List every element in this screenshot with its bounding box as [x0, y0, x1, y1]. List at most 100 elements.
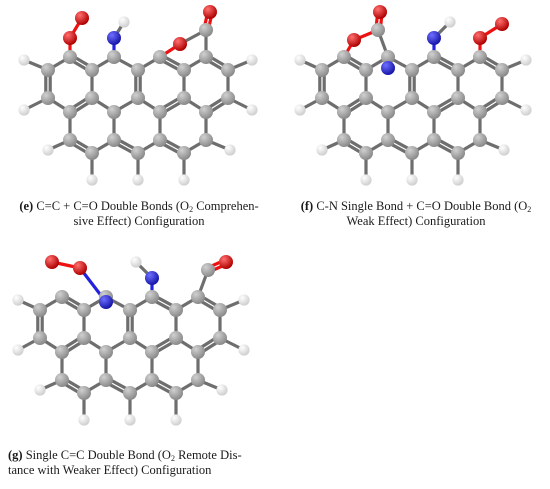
hydrogen-atom — [18, 54, 30, 66]
hydrogen-atom — [294, 54, 306, 66]
carbon-atom — [77, 331, 91, 345]
carbon-atom — [199, 50, 213, 64]
oxygen-atom — [173, 37, 187, 51]
caption-f-sub: 2 — [527, 205, 532, 214]
hydrogen-atom — [406, 174, 418, 186]
carbon-atom — [131, 63, 145, 77]
hydrogen-atom — [118, 16, 130, 28]
hydrogen-atom — [238, 344, 250, 356]
nitrogen-atom — [99, 295, 113, 309]
oxygen-atom — [73, 261, 87, 275]
carbon-atom — [33, 331, 47, 345]
carbon-atom — [495, 63, 509, 77]
carbon-atom — [199, 23, 213, 37]
hydrogen-atom — [124, 414, 136, 426]
caption-g-label: (g) — [8, 448, 23, 462]
caption-g-line1: Single C=C Double Bond (O — [22, 448, 171, 462]
oxygen-atom — [473, 31, 487, 45]
oxygen-atom — [219, 255, 233, 269]
hydrogen-atom — [78, 414, 90, 426]
panel-e-molecule — [0, 0, 270, 195]
oxygen-atom — [495, 17, 509, 31]
caption-g: (g) Single C=C Double Bond (O2 Remote Di… — [4, 448, 274, 478]
carbon-atom — [63, 105, 77, 119]
caption-g-line1-tail: Remote Dis- — [174, 448, 242, 462]
carbon-atom — [169, 303, 183, 317]
carbon-atom — [473, 105, 487, 119]
panel-f-molecule — [282, 0, 550, 195]
carbon-atom — [473, 50, 487, 64]
carbon-atom — [85, 63, 99, 77]
carbon-atom — [381, 105, 395, 119]
carbon-atom — [371, 23, 385, 37]
oxygen-atom — [45, 255, 59, 269]
carbon-atom — [451, 146, 465, 160]
hydrogen-atom — [34, 384, 46, 396]
hydrogen-atom — [42, 144, 54, 156]
carbon-atom — [177, 91, 191, 105]
carbon-atom — [359, 146, 373, 160]
caption-g-sub: 2 — [170, 454, 175, 463]
carbon-atom — [199, 133, 213, 147]
hydrogen-atom — [12, 294, 24, 306]
carbon-atom — [55, 290, 69, 304]
carbon-atom — [359, 91, 373, 105]
hydrogen-atom — [132, 174, 144, 186]
caption-e-line1-tail: Comprehen- — [193, 199, 259, 213]
carbon-atom — [99, 345, 113, 359]
hydrogen-atom — [294, 104, 306, 116]
carbon-atom — [85, 91, 99, 105]
carbon-atom — [55, 373, 69, 387]
carbon-atom — [405, 63, 419, 77]
nitrogen-atom — [145, 271, 159, 285]
carbon-atom — [405, 91, 419, 105]
carbon-atom — [337, 133, 351, 147]
carbon-atom — [107, 50, 121, 64]
hydrogen-atom — [178, 174, 190, 186]
oxygen-atom — [203, 5, 217, 19]
hydrogen-atom — [452, 174, 464, 186]
carbon-atom — [199, 105, 213, 119]
hydrogen-atom — [520, 104, 532, 116]
carbon-atom — [107, 105, 121, 119]
carbon-atom — [191, 373, 205, 387]
carbon-atom — [33, 303, 47, 317]
carbon-atom — [451, 91, 465, 105]
carbon-atom — [337, 105, 351, 119]
carbon-atom — [131, 146, 145, 160]
panel-g-molecule — [0, 240, 270, 440]
carbon-atom — [213, 303, 227, 317]
oxygen-atom — [63, 31, 77, 45]
carbon-atom — [169, 331, 183, 345]
carbon-atom — [315, 63, 329, 77]
carbon-atom — [315, 91, 329, 105]
carbon-atom — [191, 290, 205, 304]
molecule-f-svg — [294, 5, 532, 186]
caption-f-line2: Weak Effect) Configuration — [346, 214, 486, 228]
hydrogen-atom — [444, 16, 456, 28]
carbon-atom — [427, 105, 441, 119]
hydrogen-atom — [520, 54, 532, 66]
caption-e-sub: 2 — [189, 205, 194, 214]
carbon-atom — [41, 91, 55, 105]
carbon-atom — [123, 386, 137, 400]
carbon-atom — [213, 331, 227, 345]
hydrogen-atom — [86, 174, 98, 186]
carbon-atom — [451, 63, 465, 77]
carbon-atom — [221, 63, 235, 77]
carbon-atom — [41, 63, 55, 77]
carbon-atom — [63, 50, 77, 64]
oxygen-atom — [75, 11, 89, 25]
hydrogen-atom — [246, 54, 258, 66]
caption-f-label: (f) — [300, 199, 314, 213]
hydrogen-atom — [238, 294, 250, 306]
carbon-atom — [169, 386, 183, 400]
carbon-atom — [473, 133, 487, 147]
caption-g-line2: tance with Weaker Effect) Configuration — [8, 463, 212, 477]
hydrogen-atom — [170, 414, 182, 426]
carbon-atom — [359, 63, 373, 77]
carbon-atom — [495, 91, 509, 105]
hydrogen-atom — [316, 144, 328, 156]
carbon-atom — [63, 133, 77, 147]
hydrogen-atom — [246, 104, 258, 116]
